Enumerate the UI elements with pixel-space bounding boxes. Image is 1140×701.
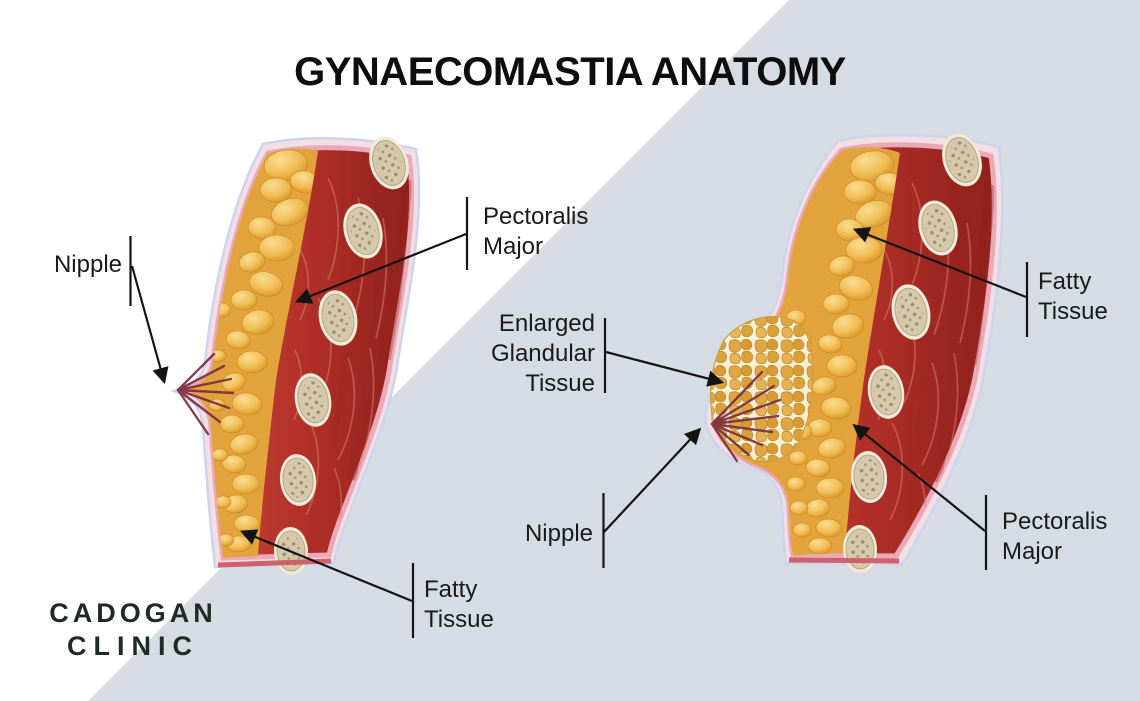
- rib-cross-sections-right: [842, 133, 982, 573]
- label-connectors: [129, 197, 1029, 638]
- fat-lobules-left: [208, 149, 318, 553]
- label-fatty-tissue-left: Fatty Tissue: [424, 576, 494, 633]
- connector-arrow-nipple-left: [130, 265, 169, 385]
- connector-arrow-nipple-right: [603, 427, 702, 533]
- nipple-ducts-left: [176, 352, 235, 436]
- right-figure-illustration: [704, 133, 1004, 573]
- label-nipple-left: Nipple: [53, 251, 122, 278]
- fat-lobules-right: [785, 150, 900, 555]
- connector-arrow-glandular-right: [605, 350, 725, 387]
- nipple-ducts-right: [710, 370, 782, 463]
- label-pectoralis-major-left: Pectoralis Major: [483, 203, 589, 260]
- cadogan-clinic-logo: CADOGAN CLINIC: [40, 597, 226, 663]
- label-pectoralis-major-right: Pectoralis Major: [1002, 508, 1108, 565]
- connector-arrow-fatty-right: [852, 227, 1027, 299]
- label-fatty-tissue-right: Fatty Tissue: [1038, 268, 1108, 325]
- label-enlarged-glandular-tissue: Enlarged Glandular Tissue: [490, 310, 595, 397]
- page-title: GYNAECOMASTIA ANATOMY: [294, 50, 846, 94]
- connector-arrow-fatty-left: [239, 529, 413, 603]
- logo-line-1: CADOGAN: [49, 598, 217, 628]
- label-nipple-right: Nipple: [524, 520, 593, 547]
- connector-arrow-pectoralis-right: [852, 423, 986, 532]
- left-figure-illustration: [169, 136, 421, 575]
- logo-line-2: CLINIC: [67, 631, 199, 661]
- enlarged-glandular-tissue-shape: [709, 316, 813, 463]
- connector-arrow-pectoralis-left: [294, 232, 467, 304]
